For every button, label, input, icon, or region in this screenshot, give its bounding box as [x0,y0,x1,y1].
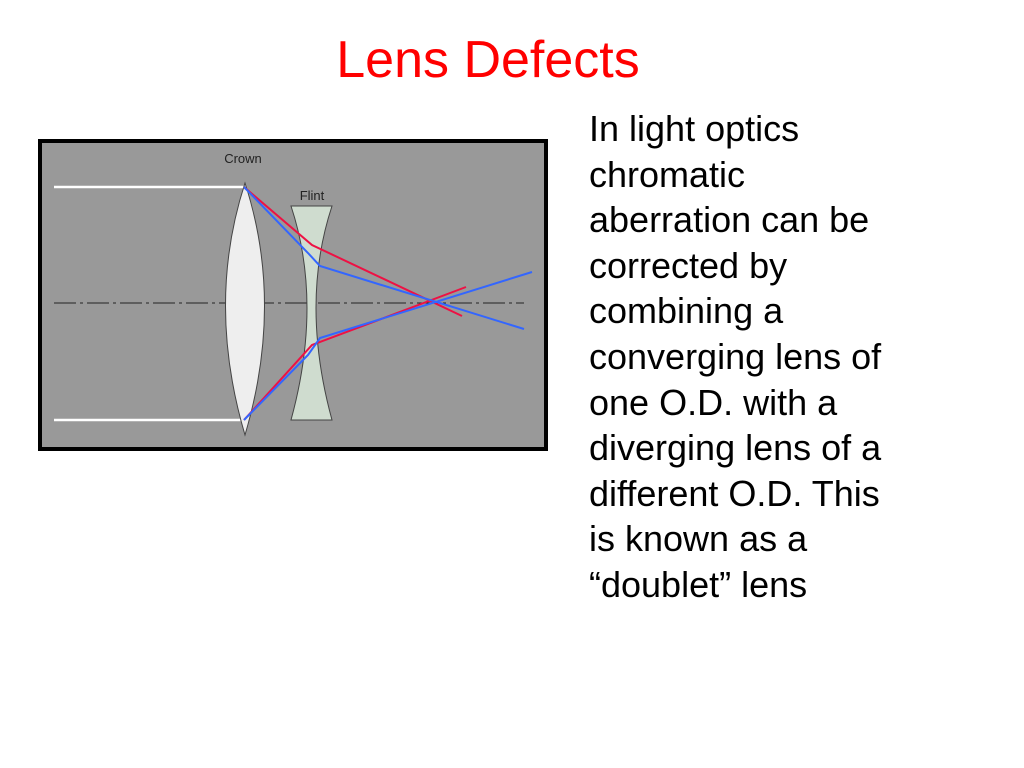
crown-lens [225,181,265,437]
body-line: corrected by [589,244,788,286]
body-line: aberration can be [589,199,870,241]
flint-lens [290,205,333,421]
diagram-svg: Crown Flint [38,139,548,451]
body-text: In light optics chromatic aberration can… [589,106,1009,608]
blue-ray-top [243,186,525,330]
blue-ray-bottom [243,271,533,421]
crown-label: Crown [224,151,262,166]
body-line: In light optics [589,108,800,149]
flint-label: Flint [300,188,325,203]
body-line: different O.D. This [589,472,880,514]
body-line: diverging lens of a [589,427,882,469]
doublet-lens-diagram: Crown Flint [38,139,548,451]
body-line: converging lens of [589,335,882,377]
body-line: is known as a [589,518,808,560]
slide-title: Lens Defects [336,31,640,89]
body-line: “doublet” lens [589,563,808,605]
red-ray-top [243,186,463,317]
body-line: one O.D. with a [589,381,838,423]
body-line: combining a [589,290,784,332]
body-line: chromatic [589,153,746,195]
diagram-frame [38,139,548,451]
red-ray-bottom [243,286,467,421]
